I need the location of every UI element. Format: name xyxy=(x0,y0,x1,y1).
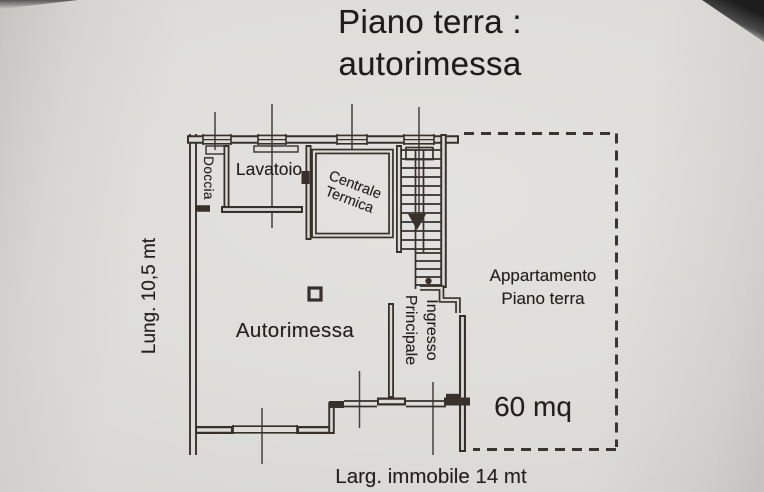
room-label-ingresso-principale: Ingresso Principale xyxy=(399,295,441,365)
stair-down-arrow-icon xyxy=(408,214,426,230)
dimension-label-width: Larg. immobile 14 mt xyxy=(335,465,527,489)
stair-treads-lower xyxy=(416,252,442,286)
main-entrance-opening xyxy=(406,400,446,408)
wall-notch xyxy=(301,171,310,184)
appartamento-line-2: Piano terra xyxy=(501,289,585,308)
room-label-lavatoio: Lavatoio xyxy=(235,158,303,179)
garage-column xyxy=(307,286,323,302)
ingresso-line-1: Ingresso xyxy=(422,299,440,361)
stair-newel-dot xyxy=(425,277,432,285)
title-line-1: Piano terra : xyxy=(338,3,522,40)
opening-center-lines xyxy=(261,371,434,464)
area-label-60mq: 60 mq xyxy=(494,390,572,422)
apartment-dashed-boundary xyxy=(464,132,618,451)
door-opening xyxy=(344,400,377,408)
interior-walls xyxy=(195,145,394,240)
label-appartamento-piano-terra: Appartamento Piano terra xyxy=(490,265,597,311)
room-label-doccia: Doccia xyxy=(200,156,216,200)
room-label-autorimessa: Autorimessa xyxy=(235,319,355,343)
page-title: Piano terra : autorimessa xyxy=(95,1,764,84)
title-line-2: autorimessa xyxy=(338,44,522,82)
stair-treads-upper xyxy=(401,149,441,250)
entrance-corridor-walls xyxy=(377,303,466,452)
window-opening xyxy=(202,134,232,145)
window-sill xyxy=(253,145,299,153)
staircase xyxy=(396,134,461,313)
appartamento-line-1: Appartamento xyxy=(489,266,597,286)
ingresso-line-2: Principale xyxy=(402,294,419,366)
garage-door-opening xyxy=(232,425,298,434)
bottom-walls xyxy=(195,371,470,464)
dimension-label-length: Lung. 10,5 mt xyxy=(139,237,161,355)
